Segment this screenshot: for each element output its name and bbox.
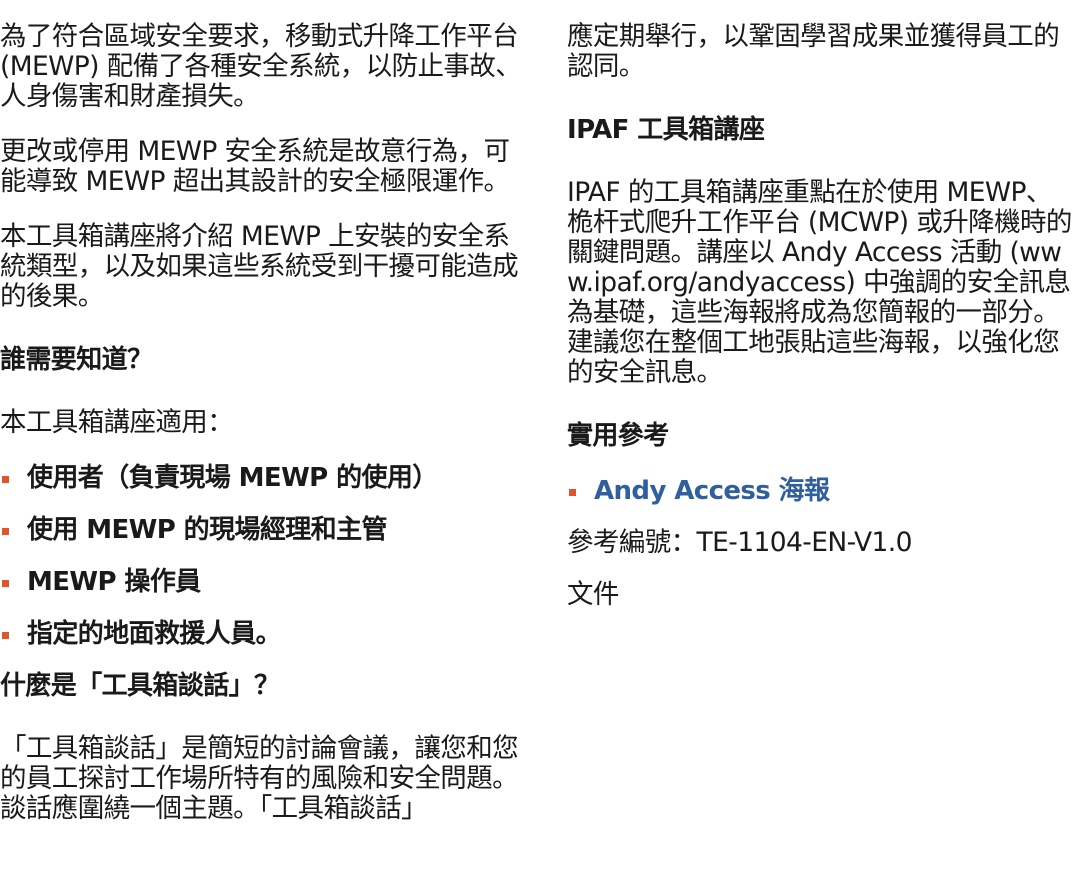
list-item: 指定的地面救援人員。 <box>0 619 530 649</box>
disable-warning-paragraph: 更改或停用 MEWP 安全系統是故意行為，可能導致 MEWP 超出其設計的安全極… <box>0 136 510 197</box>
reference-list: Andy Access 海報 <box>567 476 1072 506</box>
right-column: 應定期舉行，以鞏固學習成果並獲得員工的認同。 IPAF 工具箱講座 IPAF 的… <box>567 22 1072 610</box>
document-label: 文件 <box>567 579 619 610</box>
talk-overview-paragraph: 本工具箱講座將介紹 MEWP 上安裝的安全系統類型，以及如果這些系統受到干擾可能… <box>0 221 519 312</box>
continued-paragraph: 應定期舉行，以鞏固學習成果並獲得員工的認同。 <box>567 21 1060 82</box>
toolbox-talk-definition-paragraph: 「工具箱談話」是簡短的討論會議，讓您和您的員工探討工作場所特有的風險和安全問題。… <box>0 733 519 824</box>
useful-references-heading: 實用參考 <box>567 421 669 451</box>
bullet-icon <box>2 476 9 483</box>
audience-list: 使用者（負責現場 MEWP 的使用） 使用 MEWP 的現場經理和主管 MEWP… <box>0 463 530 649</box>
list-item: MEWP 操作員 <box>0 567 530 597</box>
bullet-icon <box>2 632 9 639</box>
bullet-icon <box>569 489 576 496</box>
reference-link-item[interactable]: Andy Access 海報 <box>567 476 1072 506</box>
ipaf-toolbox-paragraph: IPAF 的工具箱講座重點在於使用 MEWP、桅杆式爬升工作平台 (MCWP) … <box>567 177 1072 388</box>
ipaf-toolbox-heading: IPAF 工具箱講座 <box>567 115 765 145</box>
applies-to-paragraph: 本工具箱講座適用： <box>0 407 234 438</box>
intro-paragraph: 為了符合區域安全要求，移動式升降工作平台 (MEWP) 配備了各種安全系統，以防… <box>0 21 522 112</box>
what-is-toolbox-talk-heading: 什麼是「工具箱談話」？ <box>0 671 280 701</box>
left-column: 為了符合區域安全要求，移動式升降工作平台 (MEWP) 配備了各種安全系統，以防… <box>0 22 530 824</box>
who-needs-to-know-heading: 誰需要知道？ <box>0 345 153 375</box>
list-item: 使用者（負責現場 MEWP 的使用） <box>0 463 530 493</box>
bullet-icon <box>2 580 9 587</box>
list-item: 使用 MEWP 的現場經理和主管 <box>0 515 530 545</box>
bullet-icon <box>2 528 9 535</box>
reference-number: 參考編號：TE-1104-EN-V1.0 <box>567 527 912 558</box>
andy-access-posters-link[interactable]: Andy Access 海報 <box>594 476 830 506</box>
